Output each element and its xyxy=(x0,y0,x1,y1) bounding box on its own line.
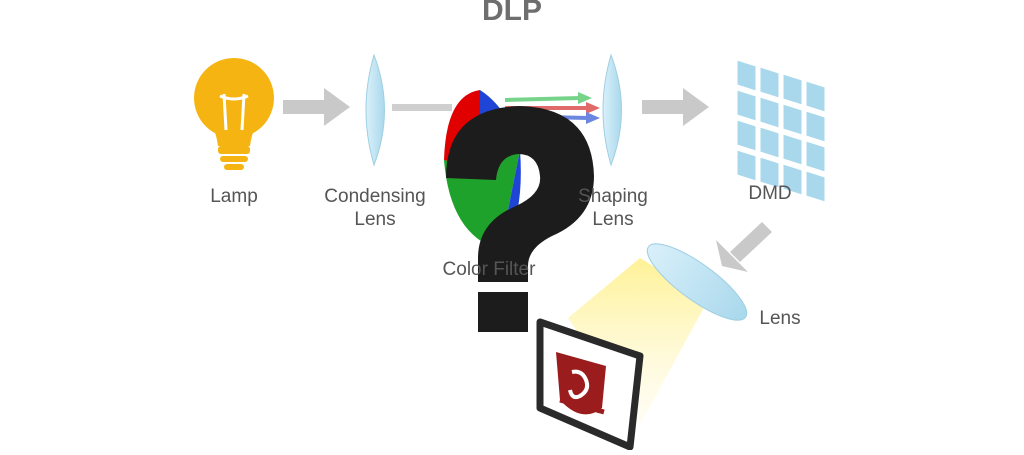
dmd-mirror-cell xyxy=(782,103,803,136)
beam-to-filter xyxy=(392,104,452,111)
lens-label: Lens xyxy=(759,308,801,329)
dmd-mirror-cell xyxy=(805,80,826,113)
lightbulb-icon xyxy=(194,58,274,170)
shaping-lens-label-line2: Lens xyxy=(592,209,634,230)
arrow-dmd-to-lens xyxy=(716,222,772,272)
dmd-mirror-cell xyxy=(759,96,780,129)
projection-screen xyxy=(536,318,644,451)
lamp-label: Lamp xyxy=(194,185,274,208)
dmd-mirror-cell xyxy=(805,170,826,203)
projection-lens xyxy=(646,243,748,321)
light-beam xyxy=(568,258,708,425)
dmd-mirror-cell xyxy=(782,73,803,106)
lamp-label-text: Lamp xyxy=(210,186,258,207)
shaping-lens-label-line1: Shaping xyxy=(578,186,648,207)
dmd-mirror-cell xyxy=(805,140,826,173)
dmd-mirror-cell xyxy=(759,156,780,189)
shaping-lens xyxy=(602,53,622,167)
condensing-lens-label: Condensing Lens xyxy=(312,185,438,231)
dmd-mirror-cell xyxy=(759,66,780,99)
dmd-grid xyxy=(736,59,826,203)
dmd-mirror-cell xyxy=(736,149,757,182)
dmd-label: DMD xyxy=(748,183,792,204)
dmd-mirror-cell xyxy=(736,89,757,122)
emblem-icon xyxy=(556,352,606,415)
arrow-shaping-to-dmd xyxy=(642,88,709,126)
dmd-mirror-cell xyxy=(805,110,826,143)
dmd-mirror-cell xyxy=(736,59,757,92)
arrow-lamp-to-condensing xyxy=(283,88,350,126)
dmd-mirror-cell xyxy=(782,133,803,166)
shaping-lens-label: Shaping Lens xyxy=(550,185,676,231)
dmd-mirror-cell xyxy=(759,126,780,159)
dmd-mirror-cell xyxy=(782,163,803,196)
diagram-title: DLP xyxy=(482,0,542,27)
condensing-lens-label-line2: Lens xyxy=(354,209,396,230)
condensing-lens xyxy=(365,53,385,167)
question-mark-icon xyxy=(446,106,594,332)
color-filter-label: Color Filter xyxy=(442,259,536,280)
condensing-lens-label-line1: Condensing xyxy=(324,186,426,207)
dmd-mirror-cell xyxy=(736,119,757,152)
